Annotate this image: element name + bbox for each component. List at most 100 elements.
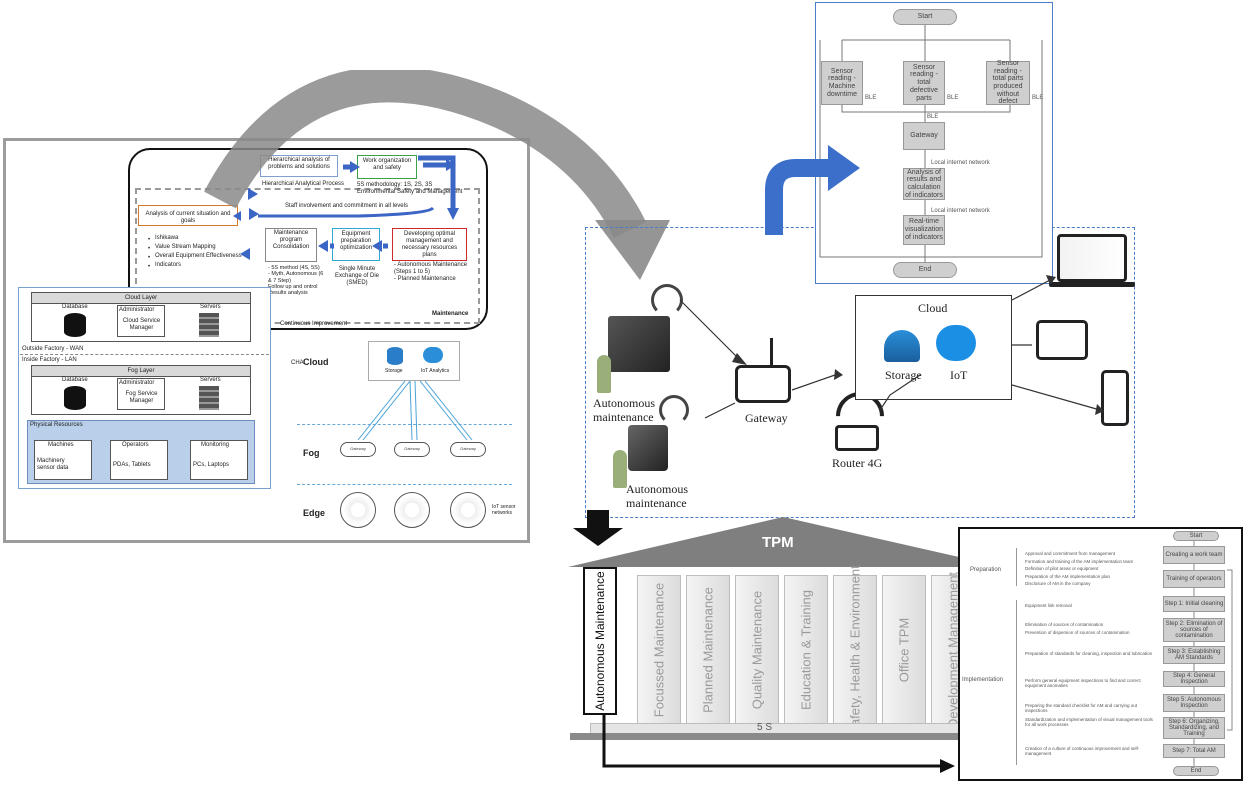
flow-end-label: End: [918, 266, 932, 274]
am-start: Start: [1173, 531, 1219, 541]
prep-item-2: Formation and training of the AM impleme…: [1025, 559, 1134, 564]
am-step-5: Step 5: Autonomous Inspection: [1163, 694, 1225, 712]
ble-4: BLE: [927, 114, 939, 120]
developing-box: [392, 228, 467, 261]
outside-factory-label: Outside Factory - WAN: [22, 346, 84, 352]
iot-icon: [936, 325, 976, 361]
pdas-label: PDAs, Tablets: [113, 462, 151, 468]
am-step-7: Step 7: Total AM: [1163, 744, 1225, 758]
cfe-gateway-3: Gateway: [450, 442, 486, 457]
cfe-iot-icon: [423, 347, 443, 363]
am-step-1: Step 1: Initial cleaning: [1163, 596, 1225, 612]
am-step-2-label: Step 2: Elimination of sources of contam…: [1165, 620, 1223, 640]
laptop-base: [1049, 282, 1135, 287]
server-icon: [199, 313, 219, 337]
cfe-divider-1: [297, 424, 512, 425]
tablet-icon: [1036, 320, 1088, 360]
edge-node-1: [340, 492, 376, 528]
env-safety-text: Environmental Safety and Management: [357, 189, 463, 195]
prep-step-1: Creating a work team: [1163, 546, 1225, 564]
cfe-edge-label: Edge: [303, 508, 326, 518]
pillar-3: Planned Maintenance: [686, 575, 730, 725]
methodology-arrows: [233, 155, 459, 260]
inside-factory-label: Inside Factory - LAN: [22, 357, 77, 363]
prep-step-2: Training of operators: [1163, 570, 1225, 588]
flowchart-connectors: [819, 25, 1043, 262]
storage-label: Storage: [885, 368, 922, 382]
maintenance-methodology-frame: [128, 148, 488, 330]
blue-bent-arrow: [765, 145, 860, 235]
cfe-cloud-box: [368, 341, 460, 381]
cfe-links: [357, 380, 473, 441]
bullet-dots: ••••: [148, 237, 151, 270]
autonomous-label-2: Autonomous maintenance: [626, 482, 689, 510]
ble-3: BLE: [1032, 95, 1044, 101]
analysis-bullet-4: Indicators: [155, 262, 182, 268]
am-step-2: Step 2: Elimination of sources of contam…: [1163, 618, 1225, 642]
flow-sensor-3-label: Sensor reading - total parts produced wi…: [992, 59, 1024, 106]
am-start-label: Start: [1189, 532, 1203, 539]
person-icon-1: [597, 355, 611, 393]
am-end: End: [1173, 766, 1219, 776]
equipment-prep-text: Equipment preparation optimization: [339, 231, 372, 251]
methodology-5s-text: 5S methodology: 1S, 2S, 3S: [357, 182, 433, 188]
fog-servers-label: Servers: [200, 377, 221, 383]
cfe-gateway-1: Gateway: [340, 442, 376, 457]
pcs-label: PCs, Laptops: [193, 462, 230, 468]
cfe-gateway-3-label: Gateway: [460, 446, 476, 452]
prep-item-5: Disclosure of AM in the company: [1025, 581, 1091, 586]
wan-lan-divider: [20, 354, 269, 355]
maintenance-program-items: - 5S method (4S, 5S) - Myth, Autonomous …: [268, 265, 324, 297]
edge-node-3: [450, 492, 486, 528]
hierarchical-process-text: Hierarchical Analytical Process: [262, 181, 345, 187]
am-step-4-label: Step 4: General Inspection: [1172, 672, 1216, 685]
pillar-2: Focussed Maintenance: [637, 575, 681, 725]
database-icon: [64, 313, 86, 337]
ble-2: BLE: [947, 95, 959, 101]
cloud-servers-label: Servers: [200, 304, 221, 310]
laptop-icon: [1057, 234, 1127, 282]
pillar-6: Safety, Health & Environment: [833, 565, 877, 735]
cloud-box: [855, 295, 1012, 400]
machines-box: [34, 440, 92, 480]
gateway-device: [735, 365, 791, 403]
flow-realtime-label: Real-time visualization of indicators: [904, 218, 944, 241]
am-step-3: Step 3: Establishing AM Standards: [1163, 646, 1225, 664]
am-step-7-label: Step 7: Total AM: [1172, 747, 1216, 754]
am-end-label: End: [1190, 767, 1202, 774]
work-org-text: Work organization and safety: [362, 158, 412, 171]
tpm-base-foot: [570, 733, 970, 740]
phone-icon: [1101, 370, 1129, 426]
monitoring-label: Monitoring: [201, 442, 230, 448]
iot-label: IoT: [950, 368, 968, 382]
flow-sensor-2: Sensor reading - total defective parts: [903, 61, 945, 105]
flow-analysis: Analysis of results and calculation of i…: [903, 168, 945, 200]
network-links: [679, 275, 1104, 419]
hierarchical-analysis-text: Hierarchical analysis of problems and so…: [268, 157, 330, 170]
cloud-layer-title: Cloud Layer: [32, 293, 250, 304]
impl-item-6: Preparing the standard checklist for AM …: [1025, 703, 1138, 713]
fog-service-label: Fog Service Manager: [125, 391, 158, 404]
cfe-iot-label: IoT Analytics: [421, 368, 450, 374]
impl-item-1: Equipment link removal: [1025, 603, 1072, 608]
local-network-2: Local internet network: [931, 208, 990, 214]
ble-1: BLE: [865, 95, 877, 101]
prep-item-3: Definition of pilot areas or equipment: [1025, 566, 1099, 571]
pillar-6-label: Safety, Health & Environment: [847, 565, 863, 735]
flow-start-label: Start: [917, 13, 933, 21]
pillar-7-label: Office TPM: [896, 617, 912, 683]
tpm-base-label: 5 S: [757, 722, 773, 733]
iot-sensor-label: IoT sensor networks: [492, 504, 516, 516]
pillar-5-label: Education & Training: [798, 590, 814, 710]
analysis-bullet-1: Ishikawa: [155, 235, 179, 241]
flow-sensor-2-label: Sensor reading - total defective parts: [909, 63, 939, 102]
cloud-database-label: Database: [62, 304, 88, 310]
cloud-service-label: Cloud Service Manager: [122, 318, 161, 331]
cfe-divider-2: [297, 484, 512, 485]
wireless-icon-1: [651, 284, 683, 316]
flow-sensor-1-label: Sensor reading - Machine downtime: [827, 67, 857, 98]
pillar-1-label: Autonomous Maintenance: [593, 571, 607, 711]
operators-label: Operators: [122, 442, 149, 448]
machines-label: Machines: [48, 442, 74, 448]
impl-item-5: Perform general equipment inspections to…: [1025, 678, 1141, 688]
